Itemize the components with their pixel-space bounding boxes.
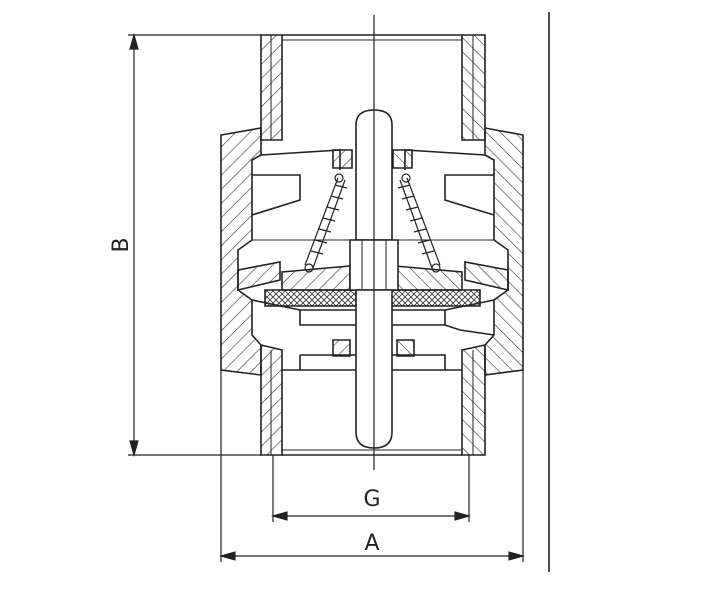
dimension-g xyxy=(270,455,472,522)
dimension-g-label: G xyxy=(363,487,380,512)
upper-guide-bush xyxy=(332,149,413,169)
upper-threaded-socket xyxy=(260,34,486,141)
dimension-b xyxy=(128,32,261,458)
lower-guide-bush xyxy=(332,339,415,357)
dimension-a-label: A xyxy=(364,531,379,556)
spring-left xyxy=(304,173,348,273)
lower-threaded-socket xyxy=(260,343,486,456)
dimension-a xyxy=(218,370,526,562)
spring-right xyxy=(397,173,441,273)
dimension-b-label: B xyxy=(109,237,134,252)
